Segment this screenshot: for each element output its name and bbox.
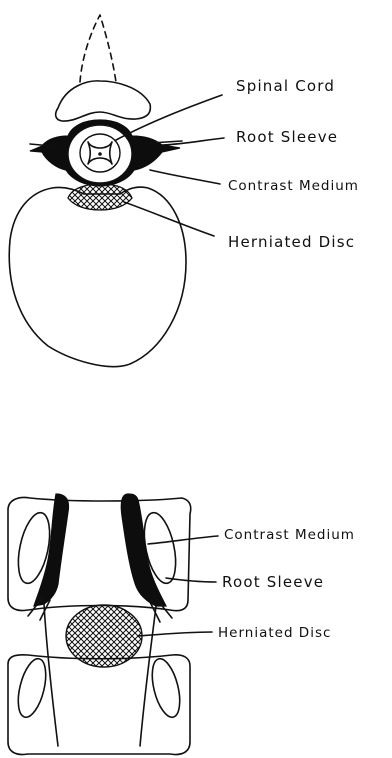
herniated-disc-bottom <box>66 605 142 667</box>
axial-section-figure: Spinal Cord Root Sleeve Contrast Medium … <box>9 15 359 367</box>
lower-left-pedicle <box>13 656 51 720</box>
contrast-column-left <box>34 494 69 606</box>
label-herniated-disc: Herniated Disc <box>228 233 355 251</box>
leader-spinal-cord <box>116 95 222 140</box>
dural-edge-right <box>140 606 156 746</box>
leader-herniated-disc-bottom <box>138 632 212 636</box>
vertebral-body <box>9 187 186 366</box>
leader-contrast-medium-bottom <box>148 536 218 544</box>
label-spinal-cord: Spinal Cord <box>236 77 335 95</box>
label-root-sleeve-bottom: Root Sleeve <box>222 573 324 591</box>
lower-right-pedicle <box>147 656 185 720</box>
leader-herniated-disc <box>124 202 214 236</box>
lower-vertebra <box>8 655 190 755</box>
contrast-column-right <box>121 494 166 606</box>
spinous-process-outline <box>80 15 116 82</box>
label-herniated-disc-bottom: Herniated Disc <box>218 625 331 641</box>
label-contrast-medium: Contrast Medium <box>228 178 359 194</box>
leader-contrast-medium <box>150 170 220 184</box>
frontal-view-figure: Contrast Medium Root Sleeve Herniated Di… <box>8 494 355 755</box>
label-contrast-medium-bottom: Contrast Medium <box>224 527 355 543</box>
central-canal <box>98 152 102 156</box>
leader-root-sleeve-bottom <box>166 578 216 582</box>
lamina-arch <box>56 81 151 121</box>
label-root-sleeve: Root Sleeve <box>236 128 338 146</box>
herniated-disc-top <box>68 184 132 210</box>
